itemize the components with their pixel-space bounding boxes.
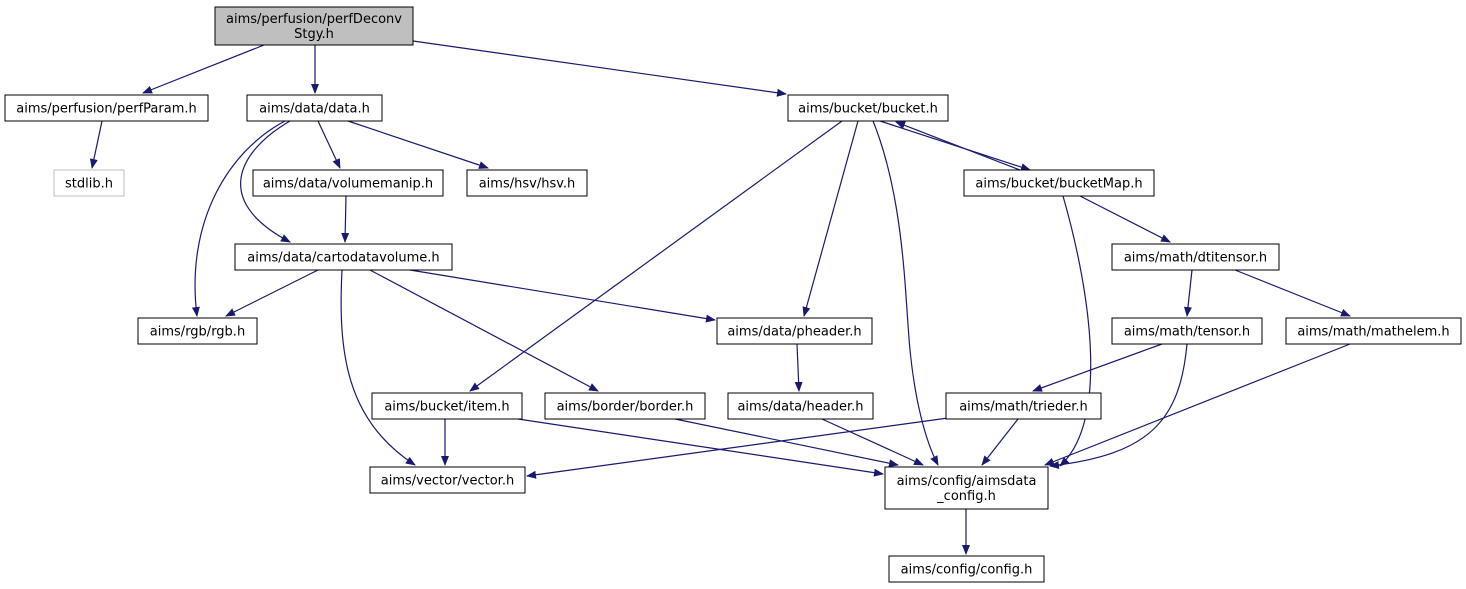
node-label: aims/perfusion/perfParam.h — [16, 102, 197, 117]
edge-item-to-aimsdata_config — [517, 418, 884, 477]
edge-bucket-to-aimsdata_config — [872, 120, 939, 466]
node-label: Stgy.h — [294, 27, 334, 42]
node-label: aims/data/data.h — [259, 102, 370, 117]
node-box — [1111, 243, 1280, 271]
edge-data-to-rgb — [191, 120, 286, 317]
node-box — [727, 392, 874, 420]
edge-cartodatavolume-to-pheader — [409, 269, 716, 323]
node-dtitensor[interactable]: aims/math/dtitensor.h — [1111, 243, 1280, 271]
node-box — [884, 466, 1049, 510]
node-perfParam[interactable]: aims/perfusion/perfParam.h — [4, 94, 209, 122]
edge-border-to-aimsdata_config — [674, 418, 899, 468]
node-box — [246, 94, 383, 122]
node-box — [252, 169, 444, 197]
node-label: aims/math/dtitensor.h — [1124, 251, 1267, 266]
edge-bucket-to-bucketMap — [879, 120, 1031, 172]
node-rgb[interactable]: aims/rgb/rgb.h — [137, 317, 258, 345]
edge-cartodatavolume-to-vector — [340, 269, 416, 466]
edge-trieder-to-aimsdata_config — [981, 418, 1019, 466]
node-label: _config.h — [936, 489, 996, 504]
node-trieder[interactable]: aims/math/trieder.h — [945, 392, 1102, 420]
node-box — [1111, 317, 1263, 345]
node-tensor[interactable]: aims/math/tensor.h — [1111, 317, 1263, 345]
node-bucketMap[interactable]: aims/bucket/bucketMap.h — [963, 169, 1155, 197]
node-hsv[interactable]: aims/hsv/hsv.h — [466, 169, 588, 197]
edge-bucketMap-to-bucket — [895, 121, 1021, 171]
node-box — [371, 392, 523, 420]
node-label: aims/vector/vector.h — [381, 474, 514, 489]
node-label: aims/data/pheader.h — [727, 325, 861, 340]
node-label: stdlib.h — [65, 177, 113, 192]
node-vector[interactable]: aims/vector/vector.h — [369, 466, 526, 494]
edge-bucketMap-to-dtitensor — [1079, 195, 1171, 243]
edge-trieder-to-vector — [526, 417, 949, 479]
edge-bucket-to-pheader — [802, 120, 859, 317]
node-label: aims/border/border.h — [557, 400, 694, 415]
node-box — [466, 169, 588, 197]
edge-data-to-volumemanip — [317, 120, 341, 169]
edge-cartodatavolume-to-border — [369, 269, 599, 392]
node-box — [234, 243, 453, 271]
edge-tensor-to-trieder — [1032, 343, 1163, 392]
node-box — [544, 392, 706, 420]
edge-dtitensor-to-tensor — [1183, 269, 1193, 317]
node-box — [945, 392, 1102, 420]
node-box — [53, 169, 125, 197]
edges-layer — [89, 40, 1351, 555]
node-header[interactable]: aims/data/header.h — [727, 392, 874, 420]
node-label: aims/bucket/bucketMap.h — [975, 177, 1142, 192]
edge-mathelem-to-aimsdata_config — [1044, 343, 1351, 466]
node-box — [1285, 317, 1462, 345]
node-box — [963, 169, 1155, 197]
node-data[interactable]: aims/data/data.h — [246, 94, 383, 122]
node-label: aims/config/config.h — [901, 563, 1033, 578]
edge-data-to-hsv — [347, 120, 489, 169]
node-config[interactable]: aims/config/config.h — [888, 555, 1045, 583]
node-label: aims/bucket/bucket.h — [798, 102, 938, 117]
node-item[interactable]: aims/bucket/item.h — [371, 392, 523, 420]
edge-bucket-to-item — [469, 120, 843, 392]
node-bucket[interactable]: aims/bucket/bucket.h — [787, 94, 949, 122]
edge-cartodatavolume-to-rgb — [225, 269, 319, 317]
node-stdlib: stdlib.h — [53, 169, 125, 197]
node-box — [4, 94, 209, 122]
node-label: aims/data/cartodatavolume.h — [247, 251, 439, 266]
edge-data-to-cartodatavolume — [240, 120, 291, 243]
node-label: aims/config/aimsdata — [897, 474, 1037, 489]
edge-perfDeconvStgy-to-perfParam — [142, 44, 265, 94]
node-aimsdata_config[interactable]: aims/config/aimsdata_config.h — [884, 466, 1049, 510]
node-box — [787, 94, 949, 122]
edge-volumemanip-to-cartodatavolume — [341, 195, 350, 243]
node-label: aims/rgb/rgb.h — [150, 325, 245, 340]
node-pheader[interactable]: aims/data/pheader.h — [716, 317, 873, 345]
nodes-layer: aims/perfusion/perfDeconvStgy.haims/perf… — [4, 6, 1462, 583]
node-mathelem[interactable]: aims/math/mathelem.h — [1285, 317, 1462, 345]
node-label: aims/data/header.h — [737, 400, 863, 415]
edge-bucketMap-to-aimsdata_config — [1059, 195, 1092, 467]
node-box — [716, 317, 873, 345]
node-border[interactable]: aims/border/border.h — [544, 392, 706, 420]
node-label: aims/math/tensor.h — [1124, 325, 1250, 340]
node-cartodatavolume[interactable]: aims/data/cartodatavolume.h — [234, 243, 453, 271]
node-label: aims/math/trieder.h — [959, 400, 1088, 415]
edge-perfDeconvStgy-to-bucket — [412, 40, 787, 97]
edge-header-to-aimsdata_config — [821, 418, 924, 466]
node-label: aims/bucket/item.h — [384, 400, 509, 415]
edge-pheader-to-header — [794, 343, 803, 392]
node-volumemanip[interactable]: aims/data/volumemanip.h — [252, 169, 444, 197]
edge-tensor-to-aimsdata_config — [1049, 343, 1188, 469]
node-box — [137, 317, 258, 345]
edge-perfParam-to-stdlib — [89, 120, 103, 169]
node-box — [888, 555, 1045, 583]
node-label: aims/data/volumemanip.h — [263, 177, 433, 192]
node-box — [214, 6, 414, 46]
node-box — [369, 466, 526, 494]
node-label: aims/hsv/hsv.h — [479, 177, 576, 192]
node-label: aims/perfusion/perfDeconv — [226, 12, 402, 27]
node-label: aims/math/mathelem.h — [1297, 325, 1449, 340]
edge-dtitensor-to-mathelem — [1234, 269, 1351, 317]
